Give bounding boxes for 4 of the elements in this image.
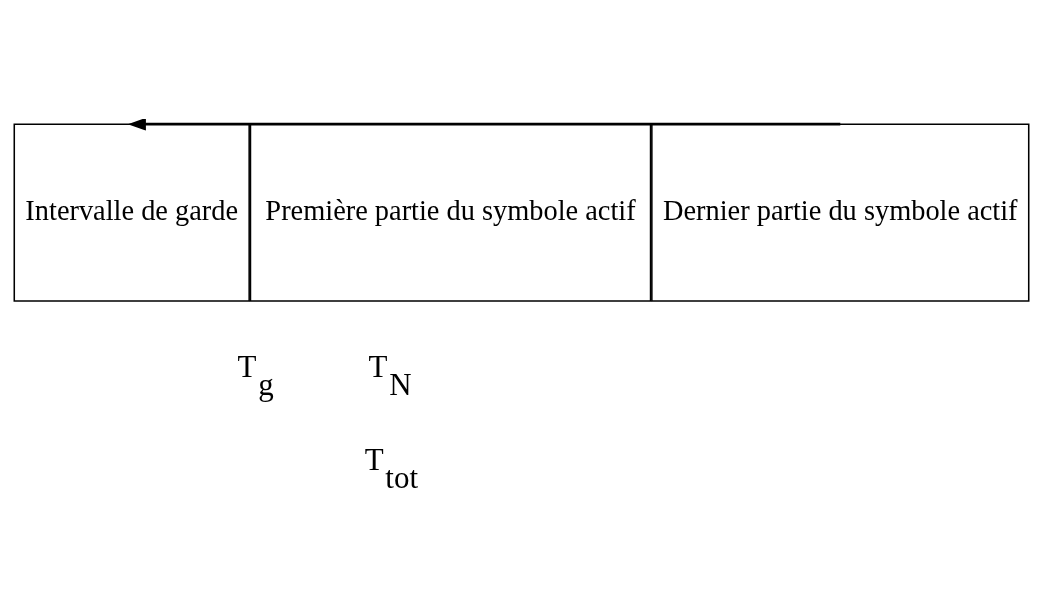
node-box: Intervalle de garde <box>13 123 250 302</box>
arrow <box>127 119 841 131</box>
node-box: Première partie du symbole actif <box>249 123 652 302</box>
node-box: Dernier partie du symbole actif <box>651 123 1030 302</box>
